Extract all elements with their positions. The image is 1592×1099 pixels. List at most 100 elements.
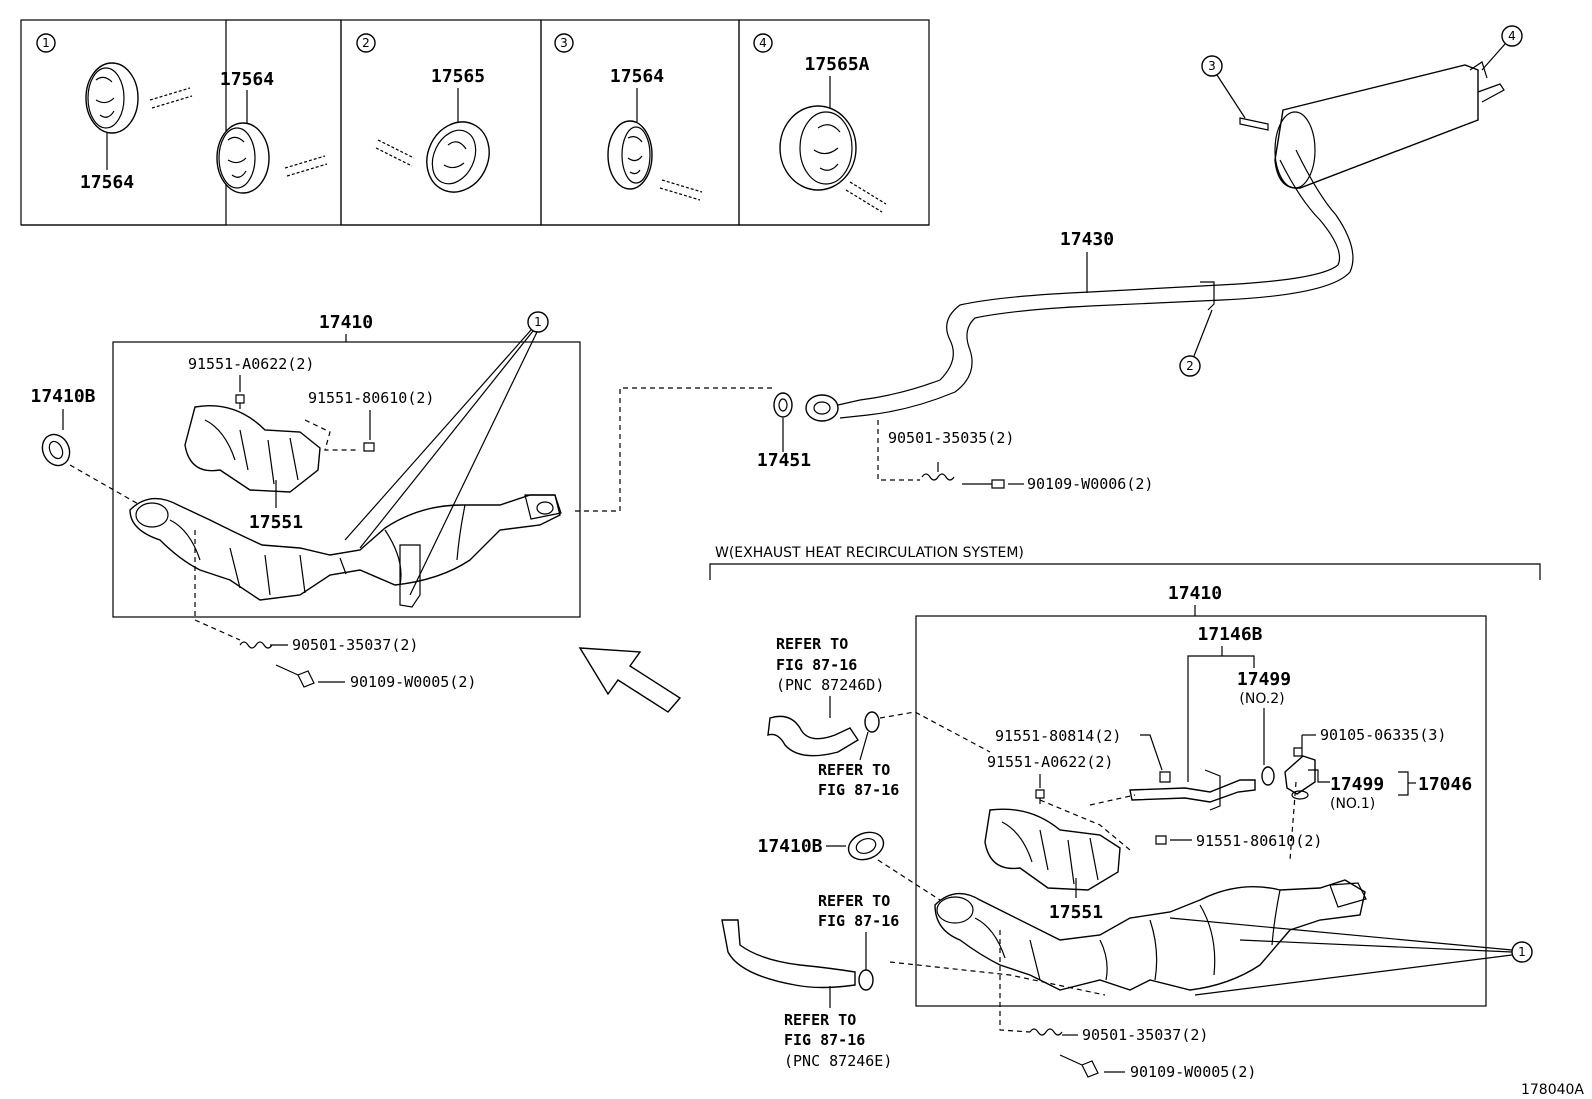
- callout-number: 2: [362, 36, 370, 50]
- spring-icon: [921, 473, 955, 481]
- rubber-hanger-icon: [216, 122, 270, 194]
- assembly-box: [112, 341, 581, 618]
- rubber-hanger-icon: [607, 120, 653, 190]
- gasket-icon: [847, 831, 885, 861]
- part-number-label: 91551-80610(2): [308, 389, 434, 407]
- part-number-label: 90501-35035(2): [888, 429, 1014, 447]
- bolt-icon: [363, 442, 375, 452]
- ehrs-section: W(EXHAUST HEAT RECIRCULATION SYSTEM) 174…: [709, 545, 1541, 1081]
- bolt-icon: [1035, 789, 1045, 804]
- callout-number: 4: [759, 36, 767, 50]
- left-exhaust-manifold-assembly: 17410 17410B 17551 91551-A0622(2) 91551-…: [30, 311, 581, 691]
- callout-number: 4: [1508, 29, 1516, 43]
- part-number-label: 17451: [757, 450, 811, 471]
- callout-circle-2: [356, 33, 376, 53]
- drawing-number: 178040A: [1521, 1082, 1584, 1098]
- bolt-icon: [1155, 835, 1167, 845]
- part-number-label: 17551: [1049, 902, 1103, 923]
- bolt-icon: [1159, 771, 1171, 783]
- part-number-label: 91551-A0622(2): [188, 355, 314, 373]
- part-number-label: 91551-A0622(2): [987, 753, 1113, 771]
- gasket-icon: [1261, 766, 1275, 786]
- gasket-icon: [773, 392, 793, 418]
- bolt-icon: [962, 479, 1005, 489]
- part-number-label: 90501-35037(2): [1082, 1026, 1208, 1044]
- part-number-label: 17410: [1168, 583, 1222, 604]
- spring-icon: [239, 641, 273, 649]
- inset-panels: 1 17564 17564 2 17565 3 17564: [20, 19, 930, 226]
- part-number-label: 90109-W0005(2): [1130, 1063, 1256, 1081]
- part-number-label: 17499: [1330, 774, 1384, 795]
- callout-number: 1: [534, 315, 542, 329]
- reference-text[interactable]: FIG 87-16: [818, 912, 899, 930]
- part-number-label: 17146B: [1197, 624, 1262, 645]
- part-number-label: 90105-06335(3): [1320, 726, 1446, 744]
- bolt-icon: [235, 394, 245, 409]
- egr-valve-icon: [1284, 755, 1316, 795]
- part-number-label: 91551-80610(2): [1196, 832, 1322, 850]
- callout-number: 1: [42, 36, 50, 50]
- part-number-label: 17565A: [804, 54, 869, 75]
- part-number-label: 17551: [249, 512, 303, 533]
- rubber-hanger-icon: [426, 121, 490, 193]
- tail-pipe-assembly: 3 4 2 17430 17451 90501-35035(2) 90109-W…: [575, 25, 1523, 512]
- part-number-label: 17564: [80, 172, 134, 193]
- hose-icon: [767, 715, 859, 757]
- part-number-label: 90501-35037(2): [292, 636, 418, 654]
- callout-circle-2: [1179, 355, 1201, 377]
- rubber-hanger-icon: [85, 62, 139, 134]
- part-number-label: 17410: [319, 312, 373, 333]
- reference-text[interactable]: (PNC 87246E): [784, 1052, 892, 1070]
- part-number-label: 17564: [610, 66, 664, 87]
- callout-circle-1: [527, 311, 549, 333]
- clamp-icon: [858, 969, 874, 991]
- part-sub-label: (NO.2): [1239, 691, 1284, 707]
- egr-pipe-icon: [1129, 779, 1256, 803]
- reference-text[interactable]: FIG 87-16: [784, 1031, 865, 1049]
- spring-icon: [1029, 1028, 1063, 1036]
- reference-text[interactable]: REFER TO: [818, 761, 890, 779]
- part-number-label: 17046: [1418, 774, 1472, 795]
- reference-text[interactable]: FIG 87-16: [776, 656, 857, 674]
- rubber-hanger-icon: [779, 105, 857, 191]
- reference-text[interactable]: REFER TO: [776, 635, 848, 653]
- bolt-icon: [275, 664, 315, 688]
- heat-insulator-icon: [184, 405, 321, 493]
- callout-circle-4: [1501, 25, 1523, 47]
- bolt-icon: [1293, 747, 1303, 757]
- callout-number: 1: [1518, 945, 1526, 959]
- callout-number: 3: [560, 36, 568, 50]
- part-sub-label: (NO.1): [1330, 796, 1375, 812]
- part-number-label: 90109-W0005(2): [350, 673, 476, 691]
- callout-circle-3: [554, 33, 574, 53]
- reference-text[interactable]: REFER TO: [784, 1011, 856, 1029]
- callout-circle-4: [753, 33, 773, 53]
- part-number-label: 90109-W0006(2): [1027, 475, 1153, 493]
- catalytic-converter-icon: [129, 494, 561, 601]
- part-number-label: 91551-80814(2): [995, 727, 1121, 745]
- clamp-icon: [864, 711, 880, 733]
- callout-number: 2: [1186, 359, 1194, 373]
- part-number-label: 17430: [1060, 229, 1114, 250]
- part-number-label: 17564: [220, 69, 274, 90]
- reference-text[interactable]: FIG 87-16: [818, 781, 899, 799]
- catalytic-converter-icon: [934, 879, 1366, 991]
- direction-arrow-icon: [578, 647, 682, 713]
- reference-text[interactable]: REFER TO: [818, 892, 890, 910]
- heat-insulator-icon: [984, 808, 1121, 891]
- part-number-label: 17565: [431, 66, 485, 87]
- section-note: W(EXHAUST HEAT RECIRCULATION SYSTEM): [715, 545, 1024, 561]
- gasket-icon: [41, 433, 71, 467]
- reference-text[interactable]: (PNC 87246D): [776, 676, 884, 694]
- part-number-label: 17410B: [757, 836, 822, 857]
- flange-icon: [805, 394, 839, 422]
- assembly-box: [915, 615, 1487, 1007]
- bolt-icon: [1059, 1054, 1099, 1078]
- callout-circle-3: [1201, 55, 1223, 77]
- callout-circle-1: [36, 33, 56, 53]
- part-number-label: 17410B: [30, 386, 95, 407]
- inset-panel-3: [540, 19, 740, 226]
- callout-number: 3: [1208, 59, 1216, 73]
- part-number-label: 17499: [1237, 669, 1291, 690]
